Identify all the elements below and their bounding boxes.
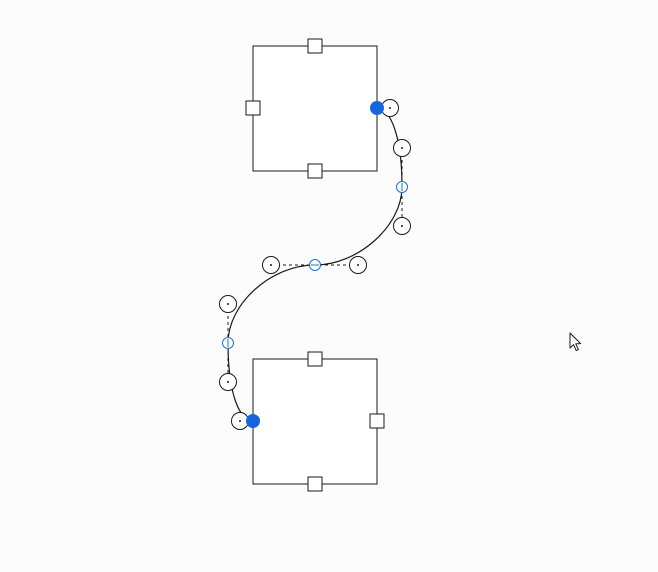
node-bottom-port-bottom[interactable]	[307, 476, 323, 492]
node-bottom-port-top[interactable]	[307, 351, 323, 367]
node-top-body[interactable]	[252, 45, 378, 172]
node-bottom-body[interactable]	[252, 358, 378, 485]
control-handle[interactable]	[262, 256, 280, 274]
segment-point[interactable]	[396, 181, 408, 193]
connector-endpoints[interactable]	[246, 101, 384, 428]
node-top-port-bottom[interactable]	[307, 163, 323, 179]
node-bottom[interactable]	[252, 351, 385, 492]
segment-point[interactable]	[222, 337, 234, 349]
control-handle[interactable]	[349, 256, 367, 274]
node-bottom-port-right[interactable]	[369, 413, 385, 429]
control-handles[interactable]	[219, 99, 411, 430]
control-handle[interactable]	[393, 217, 411, 235]
control-handle[interactable]	[381, 99, 399, 117]
control-handle[interactable]	[219, 295, 237, 313]
connector-source-point[interactable]	[370, 101, 384, 115]
node-top[interactable]	[245, 38, 378, 179]
control-handle[interactable]	[393, 139, 411, 157]
control-handle[interactable]	[219, 373, 237, 391]
connector-target-point[interactable]	[246, 414, 260, 428]
segment-points[interactable]	[222, 181, 408, 349]
segment-point[interactable]	[309, 259, 321, 271]
node-top-port-top[interactable]	[307, 38, 323, 54]
node-top-port-left[interactable]	[245, 100, 261, 116]
cursor-arrow-icon	[569, 332, 582, 352]
control-handle[interactable]	[231, 412, 249, 430]
